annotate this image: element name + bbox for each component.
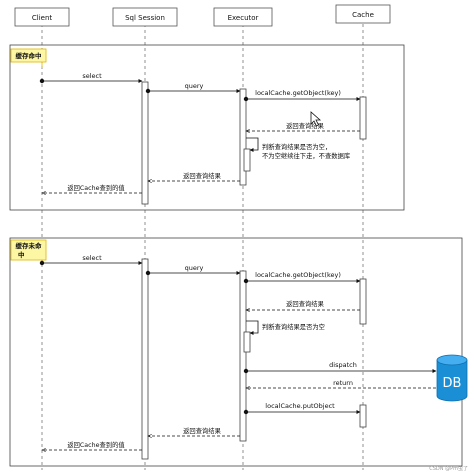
msg-return-db-label: return [333,379,353,387]
cache-activation-3 [359,404,367,428]
session-activation-2 [141,258,149,460]
database-label: DB [443,376,462,391]
actor-cache: Cache [335,4,391,24]
msg-getobject-1-label: localCache.getObject(key) [255,89,341,97]
actor-cache-label: Cache [352,11,374,19]
msg-return-cache-1-label: 返回查询结果 [286,121,324,130]
msg-self-check-1 [246,137,259,152]
msg-self-note-2: 判断查询结果是否为空 [262,322,325,331]
msg-return-session-1-label: 返回查询结果 [183,171,221,180]
cache-activation-1 [359,96,367,140]
executor-self-activation-1 [243,148,251,172]
msg-self-check-2 [246,320,259,335]
cache-hit-frame [9,44,405,211]
msg-dispatch-label: dispatch [329,361,357,369]
actor-executor-label: Executor [228,14,259,22]
actor-executor: Executor [213,7,273,27]
msg-return-cache-2-label: 返回查询结果 [286,299,324,308]
actor-client: Client [14,7,70,27]
msg-return-client-1-label: 返回Cache查到的值 [67,183,125,192]
msg-select-1-label: select [82,72,102,80]
executor-self-activation-2 [243,331,251,353]
msg-query-1-label: query [185,82,204,90]
cache-activation-2 [359,278,367,325]
executor-activation-1 [239,88,247,186]
msg-return-session-2-label: 返回查询结果 [183,426,221,435]
mouse-cursor-icon [310,111,322,127]
actor-session-label: Sql Session [125,14,165,22]
cache-hit-tag: 缓存命中 [10,48,47,68]
cache-miss-tag-label-line2: 中 [18,250,25,259]
session-activation-1 [141,81,149,205]
msg-return-client-2-label: 返回Cache查到的值 [67,440,125,449]
cache-miss-tag-label-line1: 缓存未命 [15,241,43,250]
msg-select-2-label: select [82,254,102,262]
msg-self-note-1-line1: 判断查询结果是否为空， [262,142,331,151]
actor-session: Sql Session [112,7,178,27]
database-icon: DB [436,354,468,402]
actor-client-label: Client [32,14,53,22]
msg-self-note-1-line2: 不为空继续往下走，不查数据库 [262,151,350,160]
cache-miss-frame [9,237,463,467]
msg-putobject-label: localCache.putObject [265,402,335,410]
msg-getobject-2-label: localCache.getObject(key) [255,271,341,279]
watermark: CSDN @Pm虫了 [429,466,468,472]
executor-activation-2 [239,270,247,442]
cache-hit-tag-label: 缓存命中 [15,51,42,60]
msg-query-2-label: query [185,264,204,272]
